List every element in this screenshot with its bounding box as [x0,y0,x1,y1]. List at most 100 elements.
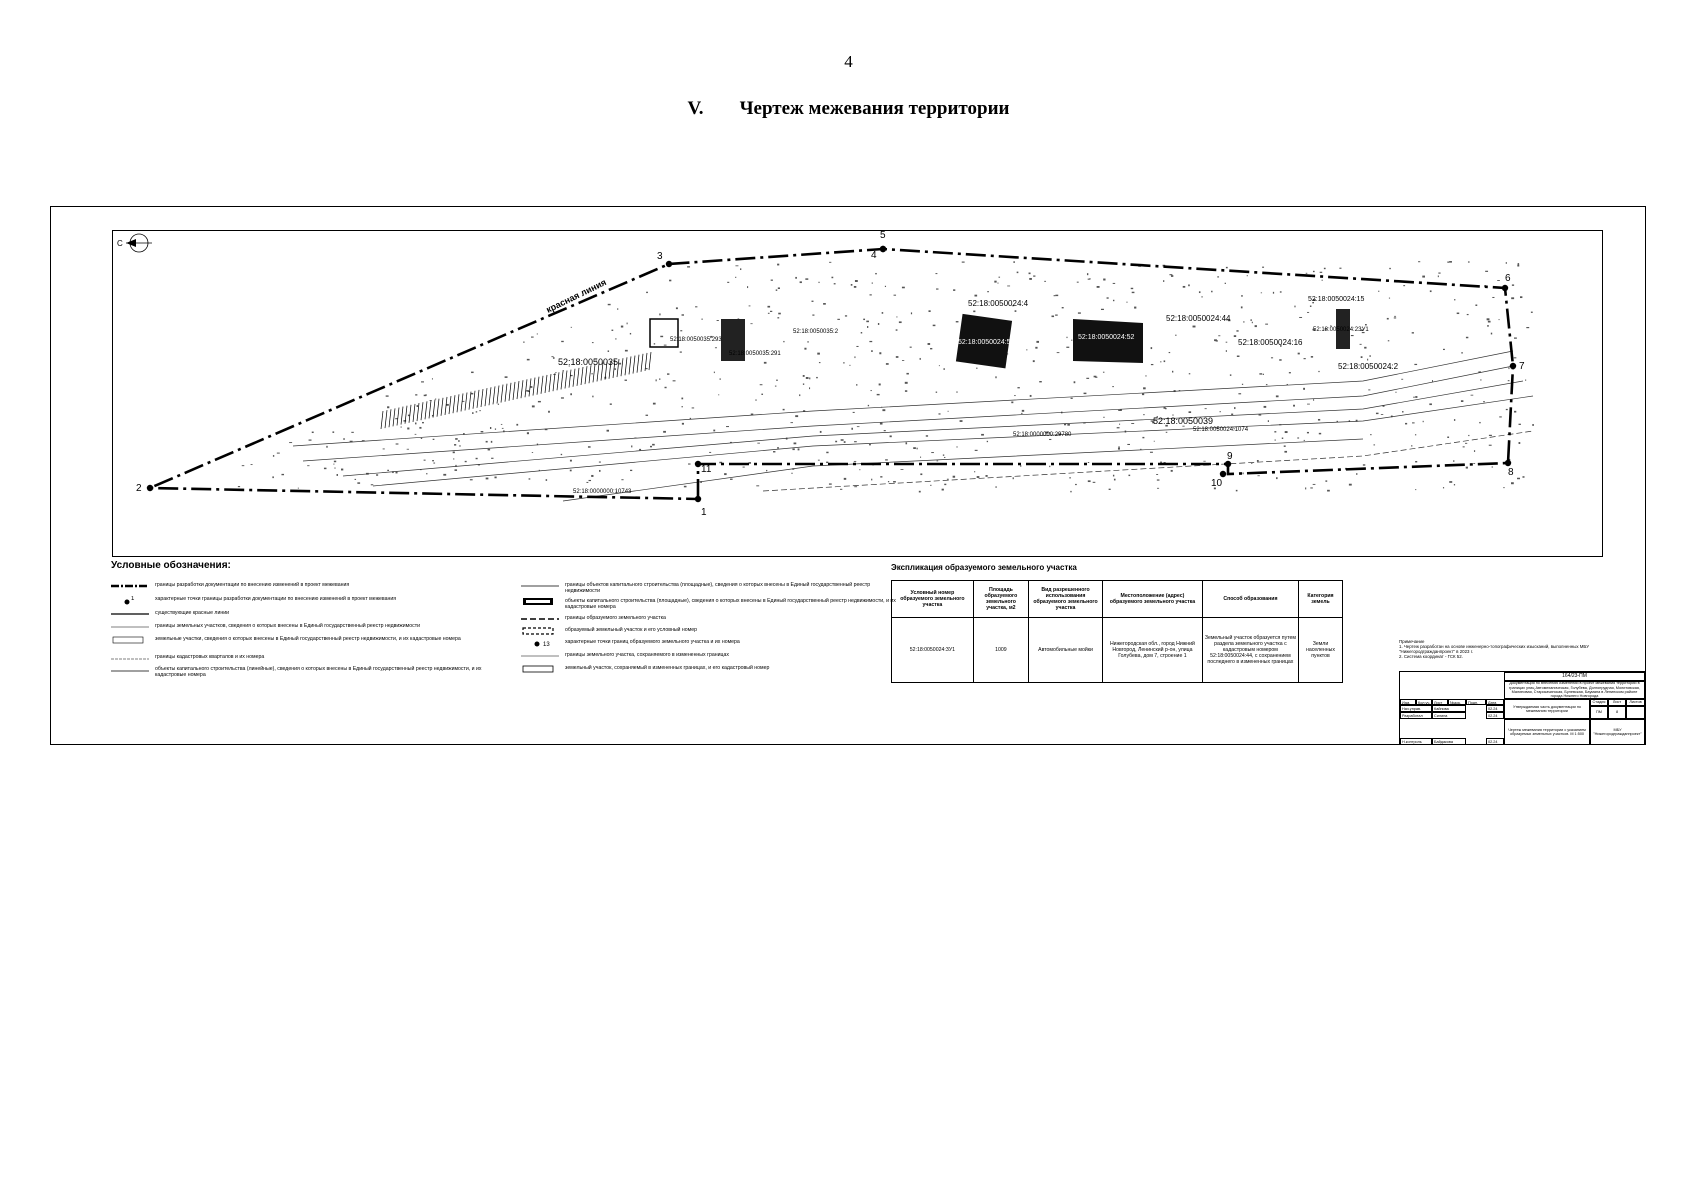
col-category: Категория земель [1297,580,1344,618]
cell-address: Нижегородская обл., город Нижний Новгоро… [1102,617,1203,683]
boundary-point [879,245,887,253]
building-52 [1073,319,1143,363]
col-area: Площадь образуемого земельного участка, … [972,580,1030,618]
col-address: Местоположение (адрес) образуемого земел… [1102,580,1203,618]
notes: Примечание 1. Чертеж разработан на основ… [1399,639,1629,659]
cell-method: Земельный участок образуется путем разде… [1201,617,1299,683]
explication-table-block: Экспликация образуемого земельного участ… [891,563,1351,683]
legend-item-formed-parcel: образуемый земельный участок и его услов… [521,627,905,635]
legend-item-changed-parcel: земельный участок, сохраняемый в изменен… [521,665,905,673]
cell-number: 52:18:0050024:ЗУ1 [891,617,974,683]
parcel-label: 52:18:0050024:4 [968,299,1029,308]
stamp-organization: МБУ "Нижегородгражданпроект" [1590,719,1645,745]
notes-title: Примечание [1399,639,1425,644]
parcel-label: 52:18:0050035 [558,357,618,367]
explication-title: Экспликация образуемого земельного участ… [891,563,1077,572]
hatched-strip [380,352,652,430]
legend: Условные обозначения: границы разработки… [111,560,896,740]
legend-item-formed-border: границы образуемого земельного участка [521,615,666,621]
building-51 [955,313,1013,369]
page-title: V. Чертеж межевания территории [0,98,1697,120]
notes-line-2: 2. Система координат - ГСК 52. [1399,654,1463,659]
boundary-point [1509,362,1517,370]
parcel-label: 52:18:0050024:52 [1078,334,1135,341]
legend-item-areal-objects: объекты капитального строительства (площ… [521,598,905,610]
compass-icon: С [117,233,152,253]
boundary-point-label: 4 [871,250,877,261]
map-svg: 1 2 3 45 6 7 8 9 10 11 52:18:0050035 52:18:0050039… [117,231,1534,518]
table-row: 52:18:0050024:ЗУ1 1009 Автомобильные мой… [891,617,1344,683]
legend-item-formed-points: 13 характерные точки границ образуемого … [521,639,905,648]
boundary-point [694,460,702,468]
page-number: 4 [844,52,853,71]
boundary-points: 1 2 3 45 6 7 8 9 10 11 [136,231,1525,518]
buildings [649,309,1350,369]
legend-item-quarters: границы кадастровых кварталов и их номер… [111,654,265,660]
notes-line-1: 1. Чертеж разработан на основе инженерно… [1399,644,1589,654]
boundary-point-label: 6 [1505,273,1511,284]
red-line-label: красная линия [544,277,607,315]
boundary-point [1501,284,1509,292]
title-block: 164/23-ПМ Документация по внесению измен… [1399,671,1645,745]
boundary-point [1219,470,1227,478]
parcel-label: 52:18:0050024:15 [1308,296,1365,303]
legend-item-parcels: земельные участки, сведения о которых вн… [111,636,495,644]
boundary-point-label: 11 [701,464,712,475]
boundary-point-label: 10 [1211,478,1223,489]
table-header-row: Условный номер образуемого земельного уч… [891,580,1344,618]
legend-title: Условные обозначения: [111,560,231,571]
section-title: Чертеж межевания территории [739,98,1010,119]
svg-text:13: 13 [543,642,550,648]
parcel-label: 52:18:0050024:16 [1238,338,1303,347]
parcel-label: 52:18:0050035:293 [670,337,722,343]
building-small-1 [649,318,679,348]
stamp-code: 164/23-ПМ [1504,672,1645,681]
boundary-point [665,260,673,268]
svg-text:1: 1 [131,596,135,602]
parcel-label: 52:18:0050024:1074 [1193,427,1249,433]
col-number: Условный номер образуемого земельного уч… [891,580,974,618]
boundary-point-label: 5 [880,231,886,241]
parcel-label: 52:18:0050024:2 [1338,362,1399,371]
section-number: V. [687,98,704,119]
col-use: Вид разрешенного использования образуемо… [1028,580,1104,618]
boundary-point [146,484,154,492]
boundary-point [694,495,702,503]
boundary-point-label: 8 [1508,467,1514,478]
parcel-label: 52:18:0050024:44 [1166,314,1231,323]
parcel-labels: 52:18:005003552:18:005003952:18:0050024:… [558,296,1399,495]
cell-use: Автомобильные мойки [1028,617,1104,683]
legend-item-boundary-points: 1 характерные точки границы разработки д… [111,596,495,605]
legend-item-areal-borders: границы объектов капитального строительс… [521,582,871,594]
boundary-point-label: 9 [1227,451,1233,462]
boundary-point [1504,459,1512,467]
explication-table: Условный номер образуемого земельного уч… [891,580,1344,683]
stamp-sheet-title: Чертеж межевания территории с указанием … [1504,719,1590,745]
legend-item-linear-objects: объекты капитального строительства (лине… [111,666,482,678]
legend-item-changed-border: границы земельного участка, сохраняемого… [521,652,729,658]
parcel-label: 52:18:0000000:10743 [573,489,632,495]
legend-item-boundary: границы разработки документации по внесе… [111,582,350,588]
legend-item-parcel-borders: границы земельных участков, сведения о к… [111,623,420,629]
compass-letter: С [117,239,123,248]
building-small-2 [721,319,745,361]
boundary-point [1224,460,1232,468]
road-lines [292,350,1534,502]
boundary-point-label: 7 [1519,361,1525,372]
legend-item-red-lines: существующие красные линии [111,610,230,616]
boundary-point-label: 2 [136,483,142,494]
boundary-point-label: 1 [701,507,707,518]
parcel-label: 52:18:0050024:51 [958,339,1015,346]
cell-category: Земли населенных пунктов [1297,617,1344,683]
building-small-3 [1336,309,1350,349]
col-method: Способ образования [1201,580,1299,618]
stamp-description: Документация по внесению изменений в про… [1504,681,1645,699]
parcel-label: 52:18:0000000:29780 [1013,432,1072,438]
design-boundary [149,247,1515,501]
boundary-point-label: 3 [657,251,663,262]
parcel-label: 52:18:0050039 [1153,416,1213,426]
stamp-part-title: Утверждаемая часть документации по межев… [1504,699,1590,719]
parcel-label: 52:18:0050035:2 [793,329,839,335]
